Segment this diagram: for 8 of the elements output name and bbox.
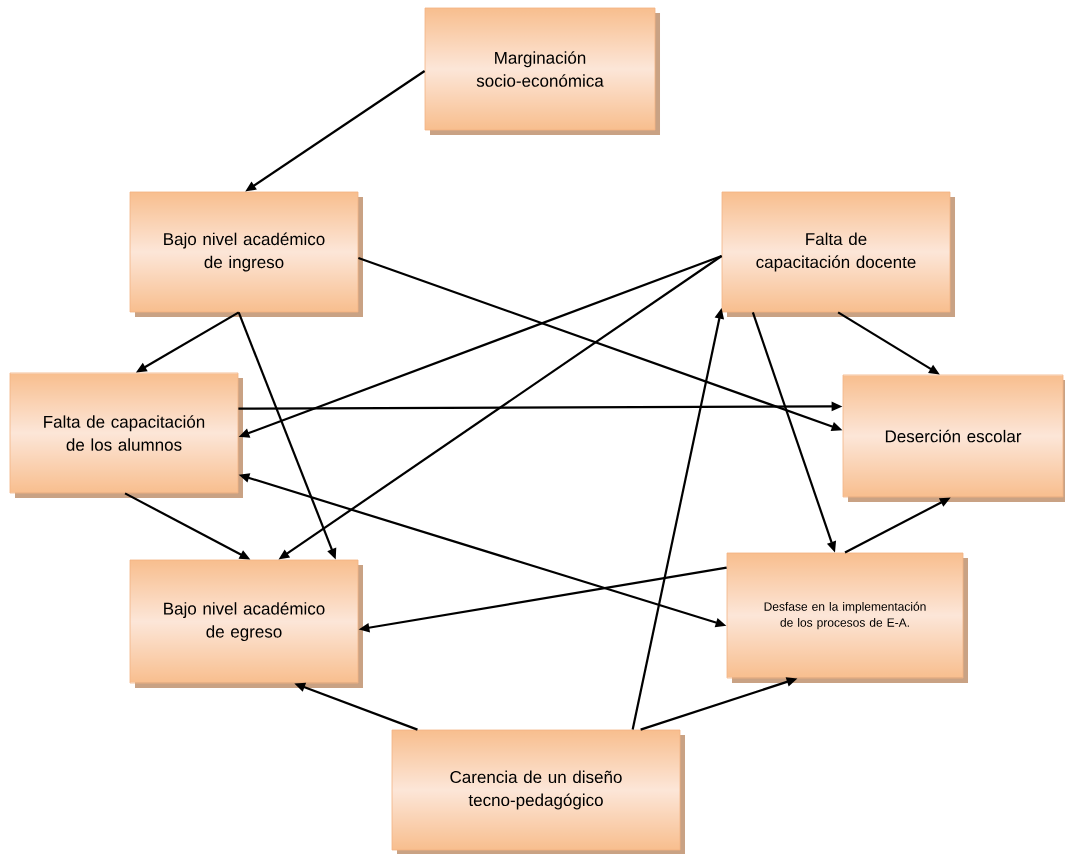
process-box: Falta de capacitación de los alumnos	[9, 372, 243, 498]
process-box: Marginación socio-económica	[424, 7, 660, 135]
process-box: Carencia de un diseño tecno-pedagógico	[391, 729, 685, 854]
process-box: Deserción escolar	[842, 374, 1065, 502]
process-box: Bajo nivel académico de egreso	[129, 559, 363, 688]
process-box: Falta de capacitación docente	[721, 191, 955, 317]
process-box: Desfase en la implementación de los procesos de E-A.	[726, 552, 968, 683]
process-box: Bajo nivel académico de ingreso	[129, 191, 363, 317]
